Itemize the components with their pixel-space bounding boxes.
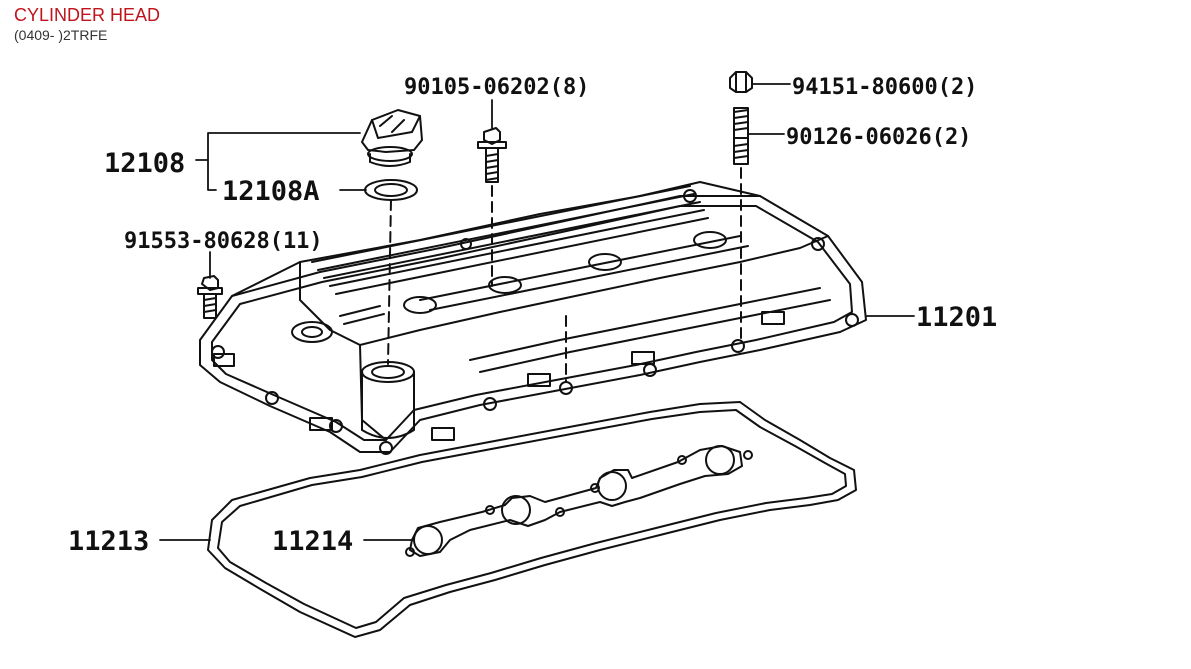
gasket-outer (207, 401, 857, 638)
bolt-91553 (197, 275, 223, 319)
cap-alignment-line (387, 199, 392, 365)
alignment-lines (387, 167, 742, 383)
diagram-subtitle: (0409- )2TRFE (14, 27, 108, 43)
label-91553: 91553-80628(11) (124, 229, 323, 254)
leader-12108 (195, 132, 361, 161)
nut-94151 (729, 71, 753, 93)
label-90105: 90105-06202(8) (404, 75, 589, 100)
label-11213: 11213 (68, 526, 149, 557)
label-90126: 90126-06026(2) (786, 125, 971, 150)
label-94151: 94151-80600(2) (792, 75, 977, 100)
oil-filler-cap (361, 109, 423, 167)
leader-lines (159, 83, 915, 541)
label-11214: 11214 (272, 526, 353, 557)
label-12108a: 12108A (222, 176, 320, 207)
bolt-90105 (477, 127, 507, 183)
label-12108: 12108 (104, 148, 185, 179)
diagram-title: CYLINDER HEAD (14, 5, 161, 25)
diagram-header: CYLINDER HEAD (0409- )2TRFE (14, 4, 160, 44)
cap-gasket (364, 179, 418, 201)
head-cover (199, 181, 867, 455)
leader-12108-branch (207, 159, 217, 191)
gasket-inner (405, 445, 753, 557)
stud-90126 (733, 107, 749, 165)
label-11201: 11201 (916, 302, 997, 333)
